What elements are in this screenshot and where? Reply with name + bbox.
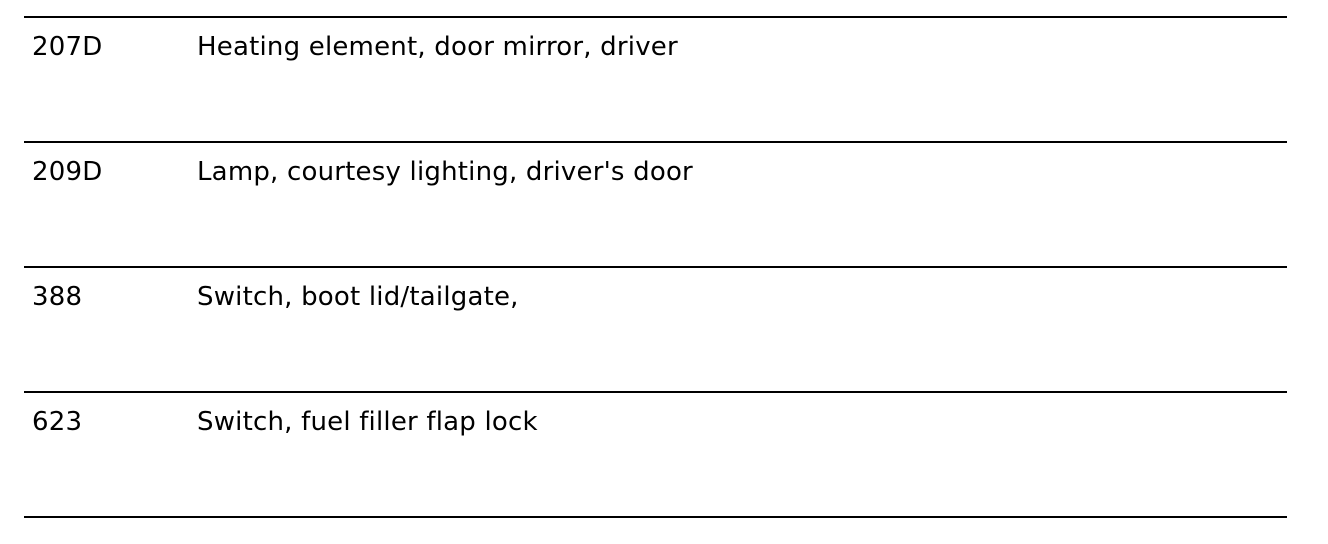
component-table: 207D Heating element, door mirror, drive… (24, 16, 1287, 518)
component-description: Heating element, door mirror, driver (197, 32, 678, 62)
component-description: Lamp, courtesy lighting, driver's door (197, 157, 693, 187)
table-row: 207D Heating element, door mirror, drive… (24, 16, 1287, 141)
component-description: Switch, boot lid/tailgate, (197, 282, 519, 312)
component-code: 207D (32, 32, 103, 62)
table-row: 623 Switch, fuel filler flap lock (24, 391, 1287, 518)
component-code: 209D (32, 157, 103, 187)
table-row: 209D Lamp, courtesy lighting, driver's d… (24, 141, 1287, 266)
component-description: Switch, fuel filler flap lock (197, 407, 538, 437)
component-code: 623 (32, 407, 83, 437)
component-code: 388 (32, 282, 83, 312)
table-row: 388 Switch, boot lid/tailgate, (24, 266, 1287, 391)
